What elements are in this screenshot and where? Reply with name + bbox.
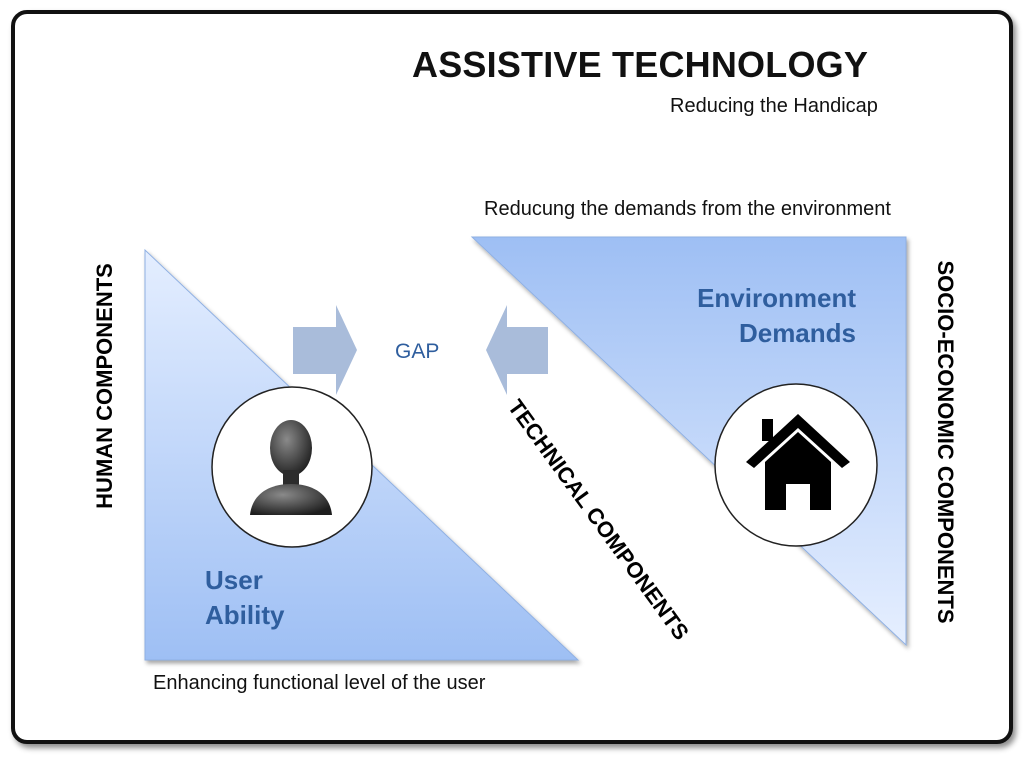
user-title-line1: User [205,565,263,595]
environment-demands-title: Environment Demands [697,281,856,351]
socio-economic-components-label: SOCIO-ECONOMIC COMPONENTS [933,260,958,624]
environment-title-line2: Demands [738,318,856,348]
house-icon [714,383,878,547]
human-components-label: HUMAN COMPONENTS [92,263,117,509]
environment-caption: Reducung the demands from the environmen… [484,198,891,220]
environment-title-line1: Environment [697,283,856,313]
user-title-line2: Ability [205,600,285,630]
user-ability-title: User Ability [205,563,284,633]
page-title: ASSISTIVE TECHNOLOGY [412,44,869,85]
arrow-right-icon [293,305,357,395]
gap-label: GAP [395,340,440,363]
page-subtitle: Reducing the Handicap [670,95,878,117]
arrow-left-icon [486,305,548,395]
user-caption: Enhancing functional level of the user [153,672,486,694]
person-bust-icon [211,386,373,548]
